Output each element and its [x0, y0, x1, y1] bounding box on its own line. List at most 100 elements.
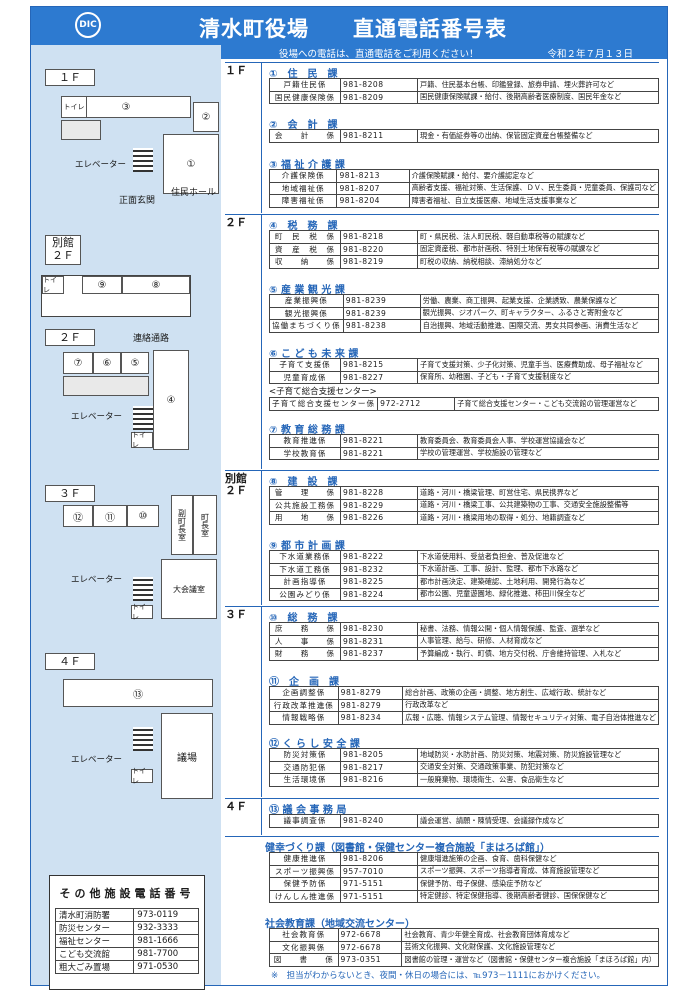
phone-number: 981-1666 — [133, 934, 199, 948]
responsibilities: 子育て総合支援センター・こども交流館の管理運営など — [454, 397, 659, 411]
dept-title: 社会教育課（地域交流センター） — [265, 919, 415, 930]
responsibilities: 介護保険賦課・給付、要介護認定など — [408, 169, 660, 183]
section-name: 資 産 税 係 — [269, 242, 341, 256]
facility-name: 防災センター — [54, 921, 135, 935]
phone-number: 981-8220 — [340, 242, 418, 256]
floor-plan-annex-2f: トイレ ⑨ ⑧ — [41, 275, 191, 317]
section-label-1f: １Ｆ — [225, 64, 247, 77]
section-name: 子育て支援係 — [269, 358, 341, 372]
section-name: 情報戦略係 — [269, 711, 339, 725]
notice-date: 令和２年７月１３日 — [547, 49, 633, 60]
section-name: 町 民 税 係 — [269, 230, 341, 244]
responsibilities: 国民健康保険賦課・給付、後期高齢者医療制度、国民年金など — [417, 90, 659, 104]
stairs-4f — [133, 727, 153, 751]
room-2: ② — [193, 102, 219, 132]
floor-label-annex-2f: 別館 ２Ｆ — [45, 235, 81, 265]
floor-label-4f: ４Ｆ — [45, 653, 95, 670]
section-divider — [261, 215, 262, 469]
responsibilities: 社会教育、青少年健全育成、社会教育団体育成など — [401, 928, 659, 942]
section-divider — [261, 799, 262, 835]
phone-number: 981-8224 — [340, 587, 418, 601]
phone-number: 972-6678 — [337, 940, 403, 954]
responsibilities: 交通安全対策、交通政策事業、防犯対策など — [417, 760, 659, 774]
responsibilities: 下水道使用料、受益者負担金、普及促進など — [417, 550, 659, 564]
room-7: ⑦ — [63, 352, 93, 374]
section-name: 公共施設工務係 — [269, 498, 341, 512]
responsibilities: 固定資産税、都市計画税、特別土地保有税等の賦課など — [417, 242, 659, 256]
dept-title: ② 会 計 課 — [269, 120, 338, 131]
responsibilities: 保健予防、母子保健、感染症予防など — [417, 877, 659, 891]
dept-title: ⑥ こ ど も 未 来 課 — [269, 349, 359, 360]
responsibilities: 行政改革など — [402, 698, 659, 712]
elevator-label-3f: エレベーター — [71, 575, 123, 585]
responsibilities: 町・県民税、法人町民税、軽自動車税等の賦課など — [417, 230, 659, 244]
section-name: 議事調査係 — [269, 814, 341, 828]
responsibilities: 広報・広聴、情報システム管理、情報セキュリティ対策、電子自治体推進など — [402, 711, 659, 725]
phone-number: 981-8206 — [340, 852, 418, 866]
room-9: ⑨ — [82, 276, 122, 294]
section-label-annex: 別館 ２Ｆ — [225, 472, 247, 497]
section-name: 社会教育係 — [269, 928, 339, 942]
dept-title: ⑦ 教 育 総 務 課 — [269, 425, 345, 436]
section-name: 介護保険係 — [268, 169, 338, 183]
section-name: 産業振興係 — [269, 294, 344, 308]
responsibilities: 芸術文化振興、文化財保護、文化施設管理など — [401, 940, 659, 954]
dept-title: ⑤ 産 業 観 光 課 — [269, 285, 345, 296]
phone-number: 981-8209 — [340, 90, 418, 104]
section-label-2f: ２Ｆ — [225, 216, 247, 229]
responsibilities: 図書館の管理・運営など（図書館・保健センター複合施設「まほろば館」内） — [401, 953, 659, 967]
toilet-3f: トイレ — [131, 603, 153, 621]
section-name: 会 計 係 — [269, 129, 341, 143]
dept-title: ③ 福 祉 介 護 課 — [269, 160, 345, 171]
section-name: 生活環境係 — [269, 773, 341, 787]
facility-name: 福祉センター — [54, 934, 135, 948]
phone-number: 981-8221 — [340, 434, 418, 448]
phone-number: 981-8238 — [342, 319, 421, 333]
floor-plan-panel: １Ｆ ③ トイレ ② ① エレベーター 正面玄関 住民ホール 別館 ２Ｆ トイレ… — [31, 45, 221, 990]
header-bar: DIC 清水町役場 直通電話番号表 — [31, 7, 667, 45]
phone-number: 981-8229 — [340, 498, 418, 512]
section-name: 管 理 係 — [269, 486, 341, 500]
elevator-label-2f: エレベーター — [71, 412, 123, 422]
dept-title: ① 住 民 課 — [269, 69, 338, 80]
room-6: ⑥ — [93, 352, 121, 374]
dept-title: ⑫ く ら し 安 全 課 — [269, 739, 360, 750]
section-name: 防災対策係 — [269, 748, 341, 762]
phone-number: 981-8230 — [340, 622, 418, 636]
responsibilities: 子育て支援対策、少子化対策、児童手当、医療費助成、母子福祉など — [417, 358, 659, 372]
phone-number: 981-8232 — [340, 562, 418, 576]
room-1: ① — [163, 134, 219, 194]
corridor-label: 連絡通路 — [133, 334, 170, 344]
facility-name: こども交流館 — [54, 947, 135, 961]
childcare-center-label: <子育て総合支援センター> — [269, 387, 377, 397]
room-5: ⑤ — [121, 352, 149, 374]
